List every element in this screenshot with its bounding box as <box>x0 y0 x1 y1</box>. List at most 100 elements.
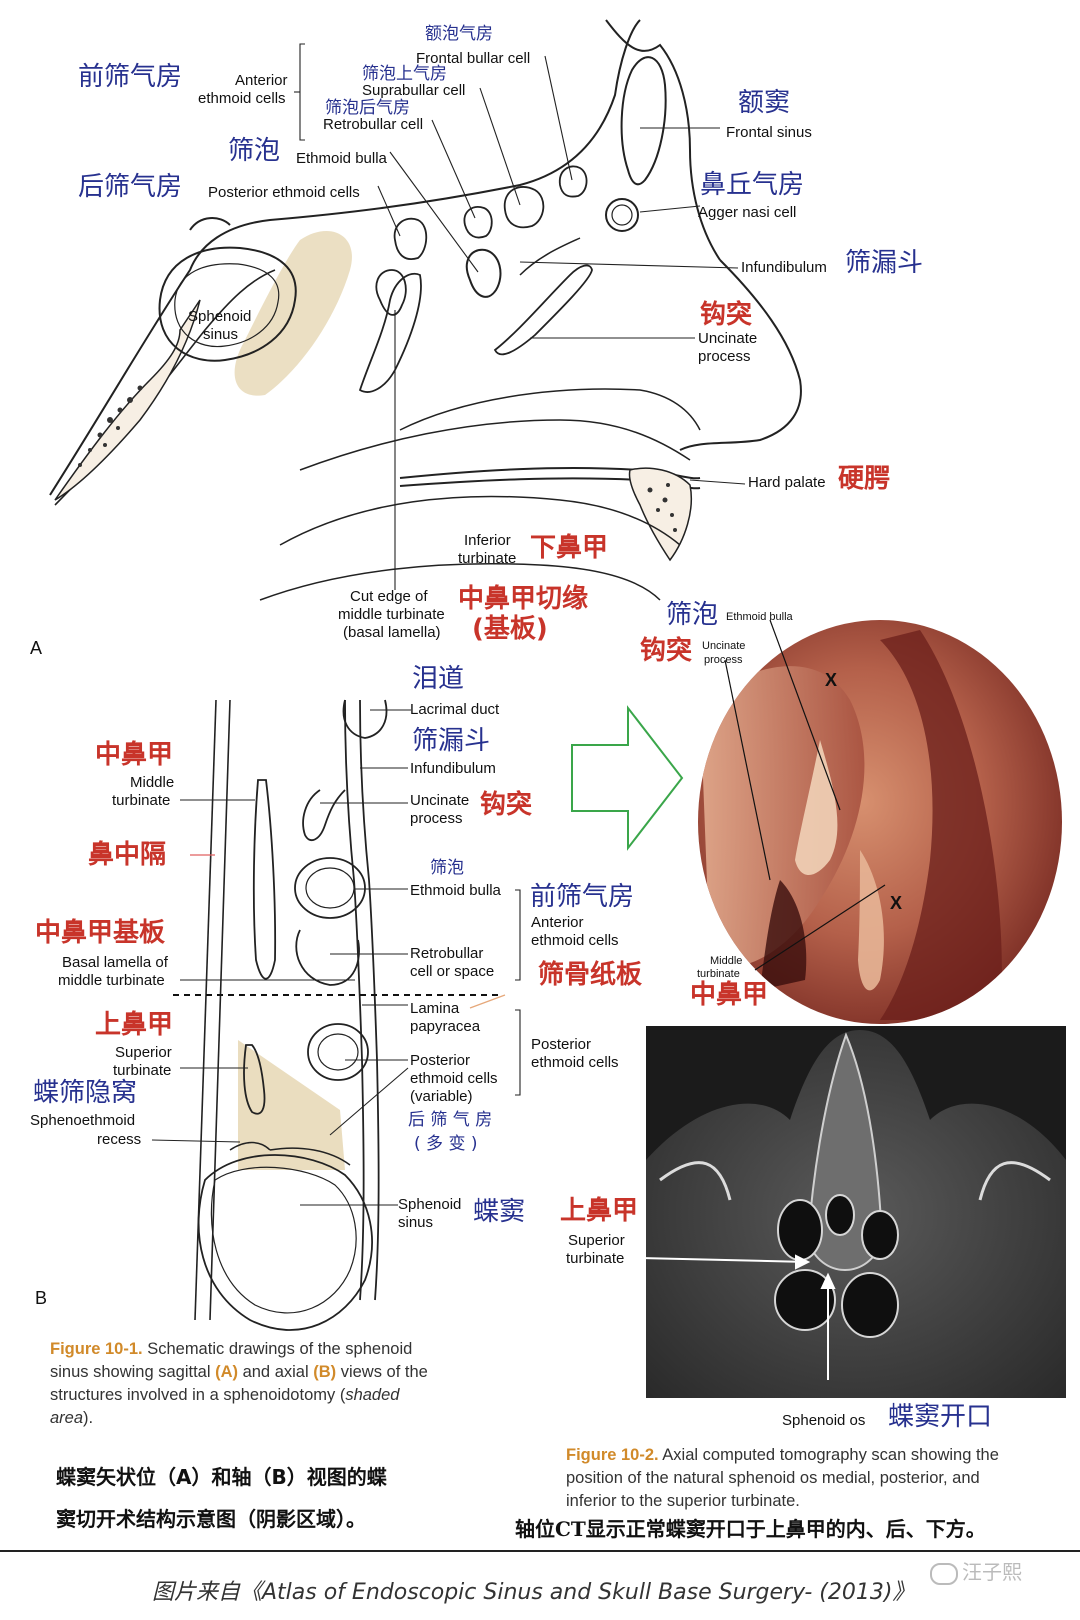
endo-bulla-en: Ethmoid bulla <box>726 611 793 623</box>
fig1-a: (A) <box>215 1363 238 1381</box>
endo-uncinate-en2: process <box>704 654 743 666</box>
hard-palate-cn: 硬腭 <box>838 464 891 494</box>
fig1-text4: ). <box>83 1409 94 1427</box>
ethmoid-bulla-cn: 筛泡 <box>228 136 281 166</box>
footer-divider <box>0 1550 1080 1552</box>
b-septum-cn: 鼻中隔 <box>88 840 167 870</box>
retrobullar-en: Retrobullar cell <box>323 116 424 133</box>
infundibulum-en: Infundibulum <box>741 259 827 276</box>
b-anterior-ethmoid-en2: ethmoid cells <box>531 932 619 949</box>
b-middle-turbinate-en1: Middle <box>130 774 175 791</box>
b-lacrimal-en: Lacrimal duct <box>410 701 500 718</box>
b-sphenoethmoid-en1: Sphenoethmoid <box>30 1112 136 1129</box>
b-bulla-cn: 筛泡 <box>430 858 464 878</box>
sphenoid-sinus-en2: sinus <box>203 326 239 343</box>
b-basal-en1: Basal lamella of <box>62 954 168 971</box>
sagittal-drawing <box>49 19 802 601</box>
frontal-bullar-cn: 额泡气房 <box>425 24 493 44</box>
figure-10-1-caption: Figure 10-1. Schematic drawings of the s… <box>50 1338 490 1430</box>
frontal-sinus-en: Frontal sinus <box>726 124 812 141</box>
ct-superior-en2: turbinate <box>566 1250 625 1267</box>
b-posterior-variable-en3: (variable) <box>410 1088 473 1105</box>
ct-superior-cn: 上鼻甲 <box>560 1196 639 1226</box>
fig1-label: Figure 10-1. <box>50 1340 143 1358</box>
b-superior-turbinate-en2: turbinate <box>113 1062 172 1079</box>
b-lamina-cn: 筛骨纸板 <box>538 960 643 990</box>
panel-a-letter: A <box>30 638 43 658</box>
green-arrow <box>571 705 684 851</box>
endo-bulla-cn: 筛泡 <box>666 600 719 630</box>
ct-os-cn: 蝶窦开口 <box>888 1402 993 1432</box>
endo-x-mark-top: X <box>825 670 838 690</box>
posterior-ethmoid-en: Posterior ethmoid cells <box>208 184 360 201</box>
ct-os-en: Sphenoid os <box>782 1412 866 1429</box>
fig1-text1: Schematic drawings of the sphenoid <box>142 1340 413 1358</box>
hard-palate-en: Hard palate <box>748 474 826 491</box>
endo-uncinate-cn: 钩突 <box>640 636 693 666</box>
frontal-bullar-en: Frontal bullar cell <box>416 50 531 67</box>
uncinate-en2: process <box>698 348 751 365</box>
watermark-text: 汪子熙 <box>962 1560 1022 1584</box>
b-posterior-variable-en1: Posterior <box>410 1052 471 1069</box>
shaded-area-a <box>234 231 352 396</box>
fig2-text3: inferior to the superior turbinate. <box>566 1492 800 1510</box>
agger-nasi-cn: 鼻丘气房 <box>700 170 805 200</box>
fig2-text1: Axial computed tomography scan showing t… <box>658 1446 999 1464</box>
fig1-text3: structures involved in a sphenoidotomy ( <box>50 1386 346 1404</box>
b-basal-en2: middle turbinate <box>58 972 165 989</box>
shaded-area-b <box>238 1040 345 1170</box>
b-uncinate-cn: 钩突 <box>480 790 533 820</box>
sphenoid-sinus-en1: Sphenoid <box>188 308 252 325</box>
b-anterior-ethmoid-cn: 前筛气房 <box>530 882 635 912</box>
b-infundibulum-en: Infundibulum <box>410 760 496 777</box>
endo-middle-en2: turbinate <box>697 968 740 980</box>
fig1-text2a: sinus showing sagittal <box>50 1363 216 1381</box>
b-posterior-variable-en2: ethmoid cells <box>410 1070 498 1087</box>
agger-nasi-en: Agger nasi cell <box>698 204 797 221</box>
fig2-label: Figure 10-2. <box>566 1446 659 1464</box>
b-superior-turbinate-en1: Superior <box>115 1044 172 1061</box>
endo-x-mark-bottom: X <box>890 893 903 913</box>
b-sphenoid-en2: sinus <box>398 1214 434 1231</box>
b-infundibulum-cn: 筛漏斗 <box>412 726 491 756</box>
b-retrobullar-en2: cell or space <box>410 963 495 980</box>
fig1-text2c: views of the <box>336 1363 428 1381</box>
inferior-turbinate-en2: turbinate <box>458 550 517 567</box>
fig1-cn-line2: 窦切开术结构示意图（阴影区域）。 <box>56 1507 366 1531</box>
inferior-turbinate-cn: 下鼻甲 <box>530 533 609 563</box>
b-uncinate-en1: Uncinate <box>410 792 470 809</box>
b-basal-cn: 中鼻甲基板 <box>35 918 166 948</box>
b-lacrimal-cn: 泪道 <box>412 664 465 694</box>
anterior-ethmoid-en1: Anterior <box>235 72 288 89</box>
uncinate-cn: 钩突 <box>700 300 753 330</box>
footer-source: 图片来自《Atlas of Endoscopic Sinus and Skull… <box>152 1580 915 1605</box>
b-retrobullar-en1: Retrobullar <box>410 945 484 962</box>
fig1-text2b: and axial <box>238 1363 314 1381</box>
fig2-cn: 轴位CT显示正常蝶窦开口于上鼻甲的内、后、下方。 <box>515 1517 986 1541</box>
wechat-icon <box>930 1562 958 1585</box>
fig1-cn-line1: 蝶窦矢状位（A）和轴（B）视图的蝶 <box>56 1465 387 1489</box>
figure-10-2-caption: Figure 10-2. Axial computed tomography s… <box>566 1444 1066 1513</box>
b-posterior-variable-cn1: 后 筛 气 房 <box>408 1110 493 1130</box>
b-uncinate-en2: process <box>410 810 463 827</box>
b-posterior-variable-cn2: ( 多 变 ) <box>414 1134 478 1154</box>
cut-edge-en2: middle turbinate <box>338 606 445 623</box>
b-superior-turbinate-cn: 上鼻甲 <box>95 1010 174 1040</box>
b-anterior-ethmoid-en1: Anterior <box>531 914 584 931</box>
b-middle-turbinate-en2: turbinate <box>112 792 171 809</box>
b-bulla-en: Ethmoid bulla <box>410 882 501 899</box>
footer-watermark: 汪子熙 <box>930 1556 1022 1585</box>
b-lamina-en2: papyracea <box>410 1018 481 1035</box>
fig1-b: (B) <box>313 1363 337 1381</box>
ethmoid-bulla-en: Ethmoid bulla <box>296 150 387 167</box>
b-sphenoethmoid-en2: recess <box>97 1131 142 1148</box>
retrobullar-cn: 筛泡后气房 <box>325 98 410 118</box>
endo-middle-en1: Middle <box>710 955 743 967</box>
b-posterior-ethmoid-en2: ethmoid cells <box>531 1054 619 1071</box>
cut-edge-cn1: 中鼻甲切缘 <box>458 584 589 614</box>
fig2-text2: position of the natural sphenoid os medi… <box>566 1469 980 1487</box>
b-sphenoid-cn: 蝶窦 <box>473 1197 526 1227</box>
posterior-ethmoid-cn: 后筛气房 <box>78 172 183 202</box>
fig1-italic: shaded <box>345 1386 400 1404</box>
anterior-ethmoid-en2: ethmoid cells <box>198 90 286 107</box>
